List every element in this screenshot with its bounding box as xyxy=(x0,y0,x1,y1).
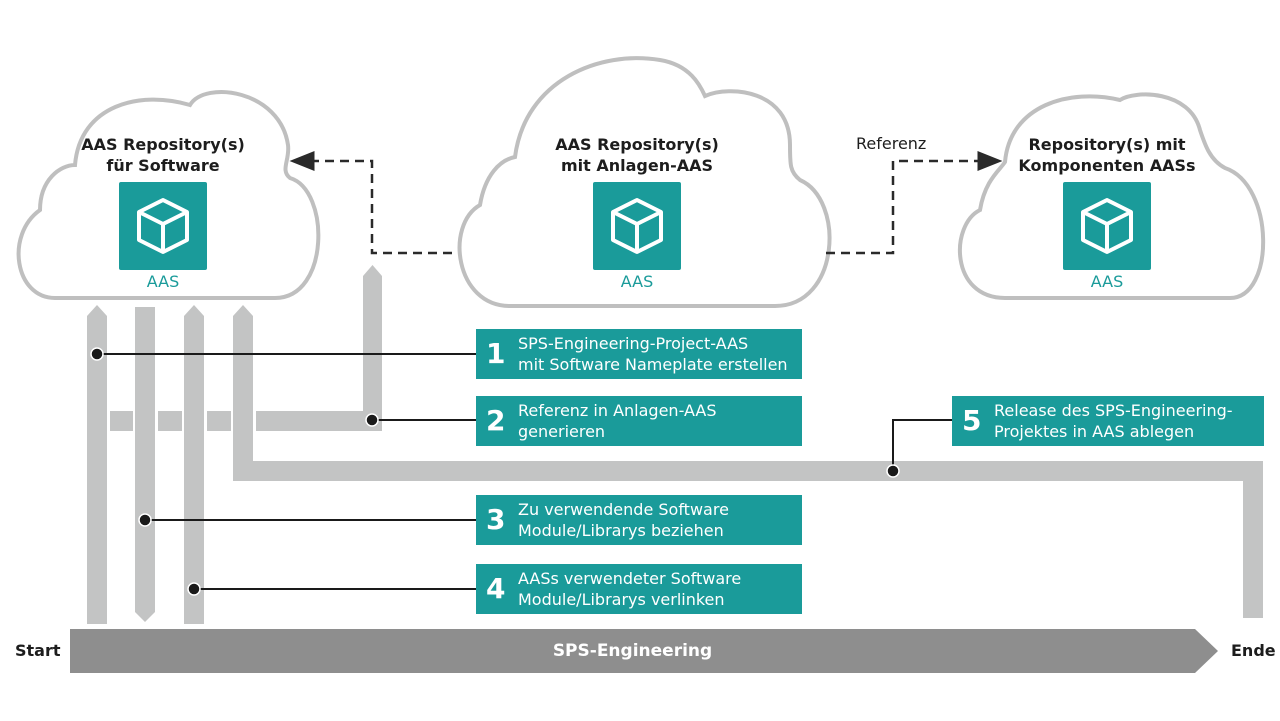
step-text-line: Zu verwendende Software xyxy=(518,500,729,519)
step-text-line: mit Software Nameplate erstellen xyxy=(518,355,788,374)
cloud-komponenten-title-line2: Komponenten AASs xyxy=(1018,156,1196,175)
step-text: Referenz in Anlagen-AAS generieren xyxy=(518,400,716,442)
aas-label-komponenten: AAS xyxy=(1090,272,1124,291)
step-text-line: Referenz in Anlagen-AAS xyxy=(518,401,717,420)
step-text-line: Projektes in AAS ablegen xyxy=(994,422,1195,441)
aas-label-software: AAS xyxy=(146,272,180,291)
cube-icon xyxy=(1081,198,1133,254)
step-number: 1 xyxy=(486,337,506,370)
aas-box-anlagen xyxy=(593,182,681,270)
step-text-line: generieren xyxy=(518,422,606,441)
step-number: 5 xyxy=(962,404,982,437)
step-number: 3 xyxy=(486,503,506,536)
dashed-reference-to-software xyxy=(289,151,452,255)
step-text: Zu verwendende Software Module/Librarys … xyxy=(518,499,729,541)
connector-dot-step4 xyxy=(187,582,201,596)
flow-bar-step2-horizontal-b xyxy=(158,411,182,431)
cloud-komponenten-title-line1: Repository(s) mit xyxy=(1028,135,1186,154)
flow-bar-step2-horizontal-c xyxy=(207,411,231,431)
reference-label: Referenz xyxy=(856,134,927,153)
flow-bar-step5-route xyxy=(233,305,1263,618)
step-number: 2 xyxy=(486,404,506,437)
aas-box-software xyxy=(119,182,207,270)
process-label: SPS-Engineering xyxy=(552,641,713,661)
step-text-line: Module/Librarys verlinken xyxy=(518,590,725,609)
cube-icon xyxy=(611,198,663,254)
flow-bar-step2-horizontal-a xyxy=(110,411,133,431)
step-box-5: 5 Release des SPS-Engineering- Projektes… xyxy=(952,396,1264,446)
flow-bar-step2-horizontal-d xyxy=(256,411,382,431)
step-box-1: 1 SPS-Engineering-Project-AAS mit Softwa… xyxy=(476,329,802,379)
aas-label-anlagen: AAS xyxy=(620,272,654,291)
step-box-4: 4 AASs verwendeter Software Module/Libra… xyxy=(476,564,802,614)
process-arrow xyxy=(70,629,1218,673)
connector-step5 xyxy=(892,419,952,471)
connector-dot-step2 xyxy=(365,413,379,427)
step-box-3: 3 Zu verwendende Software Module/Library… xyxy=(476,495,802,545)
cloud-software-title-line2: für Software xyxy=(106,156,220,175)
step-text-line: Release des SPS-Engineering- xyxy=(994,401,1233,420)
dashed-reference-to-komponenten xyxy=(826,151,1003,255)
flow-bar-step1-up-arrow xyxy=(87,305,107,624)
start-label: Start xyxy=(15,641,61,660)
connector-dot-step5 xyxy=(886,464,900,478)
cloud-software-title: AAS Repository(s) für Software xyxy=(63,134,263,176)
flow-bars xyxy=(87,265,1263,624)
step-text: SPS-Engineering-Project-AAS mit Software… xyxy=(518,333,788,375)
step-text-line: Module/Librarys beziehen xyxy=(518,521,724,540)
step-text-line: AASs verwendeter Software xyxy=(518,569,742,588)
cube-icon xyxy=(137,198,189,254)
flow-bar-step2-up-arrow xyxy=(363,265,382,431)
flow-bar-step3-down-arrow xyxy=(135,307,155,622)
cloud-software-title-line1: AAS Repository(s) xyxy=(81,135,245,154)
step-text-line: SPS-Engineering-Project-AAS xyxy=(518,334,749,353)
flow-bar-step4-up-arrow xyxy=(184,305,204,624)
step-box-2: 2 Referenz in Anlagen-AAS generieren xyxy=(476,396,802,446)
step-number: 4 xyxy=(486,572,506,605)
connector-dot-step3 xyxy=(138,513,152,527)
connector-dot-step1 xyxy=(90,347,104,361)
step-text: AASs verwendeter Software Module/Library… xyxy=(518,568,741,610)
end-label: Ende xyxy=(1231,641,1276,660)
cloud-anlagen-title-line1: AAS Repository(s) xyxy=(555,135,719,154)
step-text: Release des SPS-Engineering- Projektes i… xyxy=(994,400,1233,442)
cloud-komponenten-title: Repository(s) mit Komponenten AASs xyxy=(1007,134,1207,176)
cloud-anlagen-title: AAS Repository(s) mit Anlagen-AAS xyxy=(537,134,737,176)
cloud-anlagen-title-line2: mit Anlagen-AAS xyxy=(560,156,714,175)
aas-box-komponenten xyxy=(1063,182,1151,270)
